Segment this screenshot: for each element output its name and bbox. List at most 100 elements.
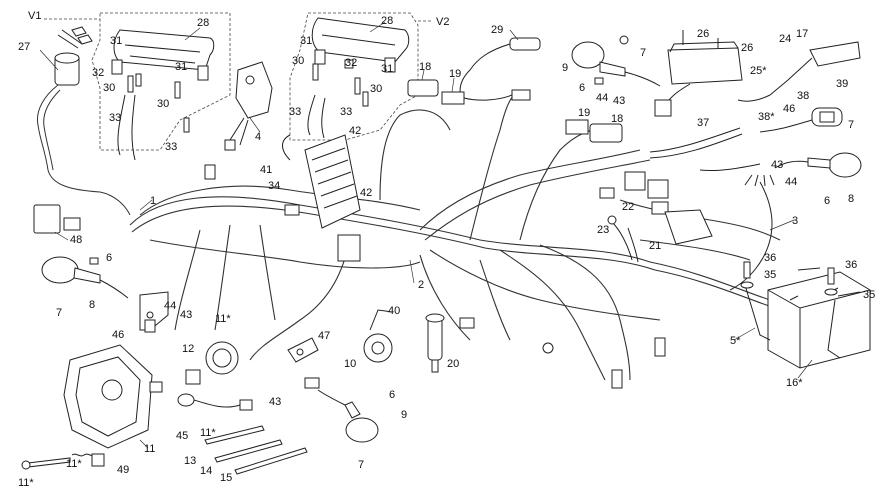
callout-15: 15 bbox=[220, 472, 232, 484]
callout-30-b: 30 bbox=[157, 98, 169, 110]
callout-19-b: 19 bbox=[578, 107, 590, 119]
callout-33-b: 33 bbox=[165, 141, 177, 153]
group-v1-frame bbox=[91, 12, 231, 151]
main-harness bbox=[129, 89, 781, 381]
licence-light-38 bbox=[759, 107, 843, 133]
callout-16: 16* bbox=[786, 377, 803, 389]
callout-v2: V2 bbox=[436, 16, 449, 28]
callout-8-right: 8 bbox=[848, 193, 854, 205]
callout-35-a: 35 bbox=[764, 269, 776, 281]
callout-31-b: 31 bbox=[175, 61, 187, 73]
callout-38-star: 38* bbox=[758, 111, 775, 123]
wires-37 bbox=[649, 127, 761, 171]
callout-49: 49 bbox=[117, 464, 129, 476]
headlight-11 bbox=[63, 344, 163, 449]
turn-signal-left bbox=[41, 256, 129, 299]
ignition-lead bbox=[36, 84, 131, 216]
callout-48: 48 bbox=[70, 234, 82, 246]
bulb-45 bbox=[177, 393, 253, 411]
battery-strap-5 bbox=[744, 284, 841, 359]
callout-18-b: 18 bbox=[611, 113, 623, 125]
callout-2: 2 bbox=[418, 279, 424, 291]
callout-32-a: 32 bbox=[92, 67, 104, 79]
callout-7-a: 7 bbox=[640, 47, 646, 59]
cluster-fasteners bbox=[127, 59, 369, 133]
callout-6-a: 6 bbox=[579, 82, 585, 94]
callout-36-a: 36 bbox=[764, 252, 776, 264]
callout-38: 38 bbox=[797, 90, 809, 102]
callout-28-v1: 28 bbox=[197, 17, 209, 29]
callout-41: 41 bbox=[260, 164, 272, 176]
callout-11-star-a: 11* bbox=[215, 313, 231, 325]
cluster-wires bbox=[117, 94, 326, 161]
callout-20: 20 bbox=[447, 358, 459, 370]
callout-31-c: 31 bbox=[300, 35, 312, 47]
callout-35-b: 35 bbox=[863, 289, 875, 301]
relay-group-21-22 bbox=[599, 171, 713, 245]
callout-33-d: 33 bbox=[340, 106, 352, 118]
connector-18-19-right bbox=[565, 119, 623, 143]
connector-18-19-upper bbox=[407, 79, 531, 105]
callout-44-a: 44 bbox=[596, 92, 608, 104]
callout-11: 11 bbox=[144, 443, 155, 455]
callout-44-c: 44 bbox=[164, 300, 176, 312]
callout-9-lower: 9 bbox=[401, 409, 407, 421]
callout-45: 45 bbox=[176, 430, 188, 442]
callout-31-a: 31 bbox=[110, 35, 122, 47]
callout-44-b: 44 bbox=[785, 176, 797, 188]
callout-10: 10 bbox=[344, 358, 356, 370]
callout-7-c: 7 bbox=[56, 307, 62, 319]
callout-47: 47 bbox=[318, 330, 330, 342]
cable-ties bbox=[204, 425, 308, 475]
callout-6-d: 6 bbox=[389, 389, 395, 401]
instrument-cluster-v2 bbox=[311, 17, 410, 73]
callout-22: 22 bbox=[622, 201, 634, 213]
callout-40: 40 bbox=[388, 305, 400, 317]
turn-signal-upper bbox=[571, 35, 661, 87]
ignition-coil-20 bbox=[425, 313, 445, 373]
callout-37: 37 bbox=[697, 117, 709, 129]
bracket-47 bbox=[287, 337, 319, 363]
handlebar-switch bbox=[204, 61, 273, 180]
turn-signal-lower bbox=[304, 377, 379, 443]
battery-bolts bbox=[740, 261, 861, 297]
callout-9-upper: 9 bbox=[562, 62, 568, 74]
callout-4: 4 bbox=[255, 131, 261, 143]
instrument-cluster-v1 bbox=[111, 29, 215, 81]
group-frames bbox=[44, 12, 432, 151]
turn-signal-right bbox=[774, 152, 862, 178]
callout-18-a: 18 bbox=[419, 61, 431, 73]
group-v2-frame bbox=[289, 12, 419, 141]
callout-43-d: 43 bbox=[269, 396, 281, 408]
bolt-and-clip bbox=[21, 453, 105, 470]
callout-36-b: 36 bbox=[845, 259, 857, 271]
callout-39: 39 bbox=[836, 78, 848, 90]
callout-19-a: 19 bbox=[449, 68, 461, 80]
bracket-46 bbox=[139, 291, 169, 333]
callout-30-c: 30 bbox=[292, 55, 304, 67]
callout-11-star-b: 11* bbox=[200, 427, 216, 439]
callout-42-a: 42 bbox=[349, 125, 361, 137]
rear-light-39 bbox=[737, 41, 861, 102]
callout-27: 27 bbox=[18, 41, 30, 53]
callout-8-left: 8 bbox=[89, 299, 95, 311]
callout-23: 23 bbox=[597, 224, 609, 236]
callout-46-b: 46 bbox=[112, 329, 124, 341]
callout-labels: V1 V2 27 28 28 31 31 31 31 32 32 30 30 3… bbox=[18, 10, 875, 489]
relay-48 bbox=[33, 204, 81, 234]
callout-25: 25* bbox=[750, 65, 767, 77]
callout-33-c: 33 bbox=[289, 106, 301, 118]
callout-6-c: 6 bbox=[106, 252, 112, 264]
callout-1: 1 bbox=[150, 195, 156, 207]
callout-17: 17 bbox=[796, 28, 808, 40]
sensor-29 bbox=[459, 37, 541, 101]
callout-43-a: 43 bbox=[613, 95, 625, 107]
callout-13: 13 bbox=[184, 455, 196, 467]
callout-7-d: 7 bbox=[358, 459, 364, 471]
callout-3: 3 bbox=[792, 215, 798, 227]
callout-21: 21 bbox=[649, 240, 661, 252]
ecu-module bbox=[282, 134, 361, 262]
callout-leaders bbox=[39, 21, 813, 449]
